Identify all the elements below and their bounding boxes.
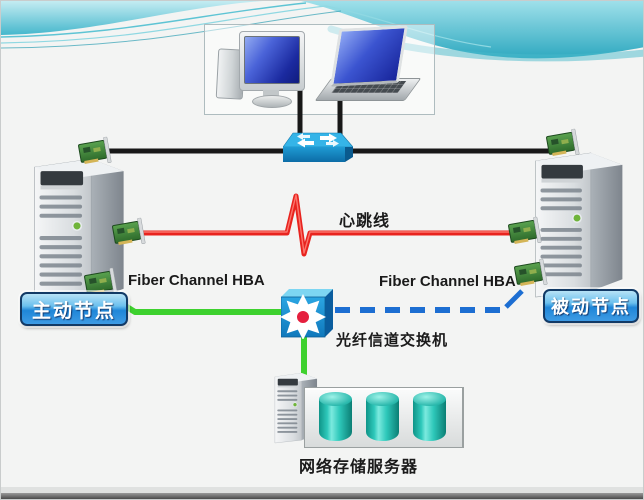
heartbeat-line-highlight	[143, 194, 515, 254]
passive-node-badge: 被动节点	[543, 289, 639, 323]
passive-node-badge-label: 被动节点	[551, 297, 631, 317]
disk-cylinder-icon	[366, 392, 399, 441]
disk-cylinder-icon	[319, 392, 352, 441]
fc-switch-label: 光纤信道交换机	[336, 332, 449, 349]
fiber-line-standby-end	[504, 289, 524, 309]
hba-card-icon	[111, 217, 146, 249]
heartbeat-line	[143, 193, 515, 257]
hba-card-icon	[545, 128, 580, 160]
disk-array-icon	[304, 387, 464, 448]
hba-card-icon	[507, 216, 542, 248]
monitor-screen-icon	[244, 36, 300, 84]
fc-switch-icon	[281, 289, 333, 339]
ethernet-switch-icon	[283, 132, 353, 162]
storage-server-label: 网络存储服务器	[299, 459, 419, 476]
hba-card-icon	[513, 258, 548, 290]
fiber-hba-label-right: Fiber Channel HBA	[379, 273, 516, 290]
laptop-screen-icon	[330, 25, 408, 87]
disk-cylinder-icon	[413, 392, 446, 441]
active-node-badge-label: 主动节点	[31, 300, 116, 322]
fiber-line-active	[101, 289, 289, 315]
hba-card-icon	[77, 136, 112, 168]
desktop-computer-icon	[239, 31, 305, 91]
fiber-hba-label-left: Fiber Channel HBA	[128, 272, 265, 289]
heartbeat-label: 心跳线	[339, 213, 391, 230]
monitor-neck-icon	[263, 90, 279, 96]
bottom-bar-light-decoration	[1, 487, 643, 493]
active-node-badge: 主动节点	[20, 292, 128, 326]
bottom-bar-dark-decoration	[1, 493, 643, 499]
monitor-base-icon	[252, 95, 292, 108]
